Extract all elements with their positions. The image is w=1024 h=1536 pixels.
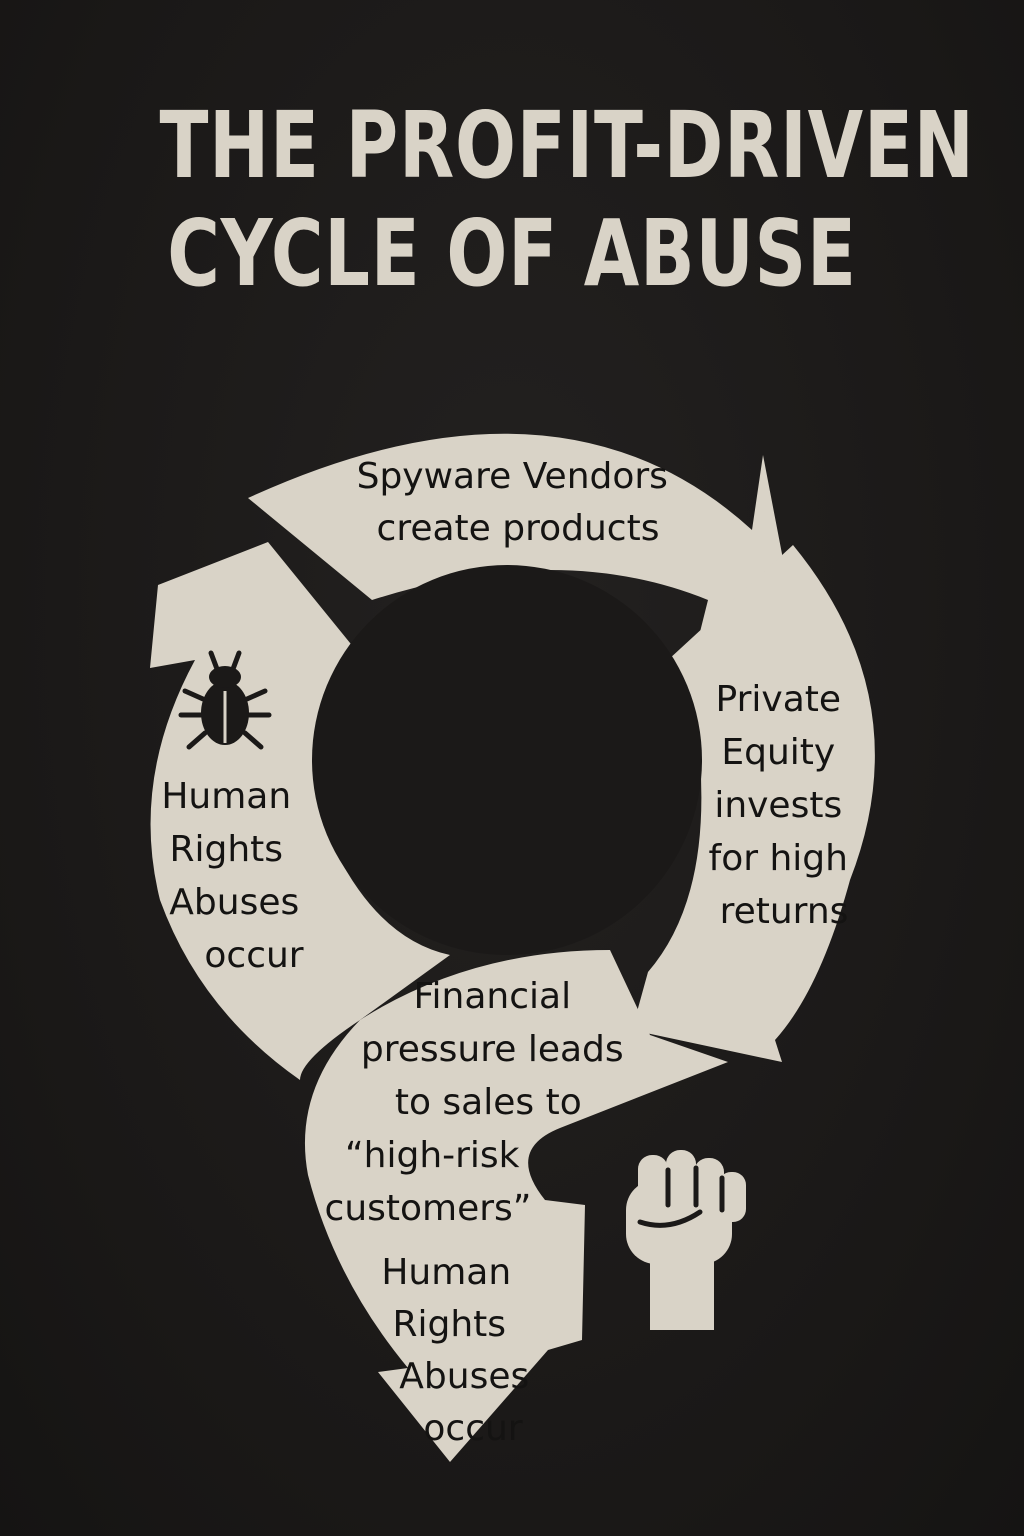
cycle-center [312,565,702,955]
arrow-financial-pressure [304,950,728,1462]
arrow-spyware-vendors [248,433,787,632]
raised-fist-icon [626,1150,746,1330]
label-spyware-vendors: Spyware Vendors create products [357,456,680,549]
title-line-2: CYCLE OF ABUSE [167,200,857,307]
bug-icon [178,650,272,750]
label-private-equity: Private Equity invests for high returns [709,679,860,932]
label-human-rights-left: Human Rights Abuses occur [161,776,310,976]
arrow-private-equity [632,545,875,1062]
label-human-rights-bottom: Human Rights Abuses occur [381,1252,540,1449]
title-line-1: THE PROFIT-DRIVEN [159,92,975,199]
label-financial-pressure: Financial pressure leads to sales to “hi… [325,976,636,1229]
page-title: THE PROFIT-DRIVEN CYCLE OF ABUSE [159,92,975,308]
